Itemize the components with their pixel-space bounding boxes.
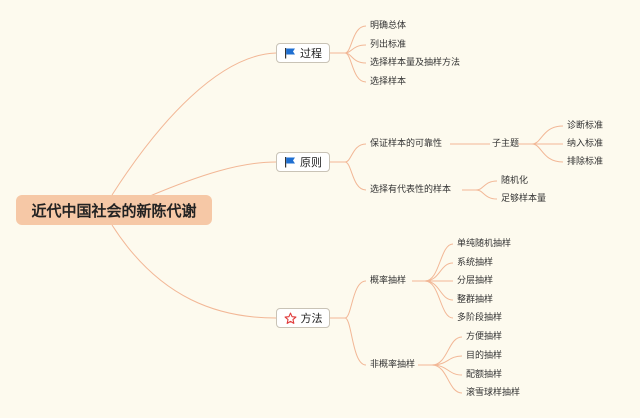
branch-process[interactable]: 过程 bbox=[276, 43, 330, 63]
flag-icon bbox=[285, 48, 295, 59]
subtopic-nonprobability-sampling[interactable]: 非概率抽样 bbox=[370, 360, 416, 370]
subtopic-reliability[interactable]: 保证样本的可靠性 bbox=[370, 139, 443, 149]
leaf-item[interactable]: 选择样本量及抽样方法 bbox=[370, 58, 461, 68]
leaf-item[interactable]: 多阶段抽样 bbox=[457, 313, 503, 323]
flag-icon bbox=[285, 157, 295, 168]
connector-root-method bbox=[111, 224, 277, 319]
branch-label: 方法 bbox=[300, 312, 323, 325]
branch-method[interactable]: 方法 bbox=[276, 308, 330, 328]
leaf-item[interactable]: 目的抽样 bbox=[466, 351, 503, 361]
leaf-item[interactable]: 列出标准 bbox=[370, 40, 407, 50]
leaf-item[interactable]: 整群抽样 bbox=[457, 295, 494, 305]
connector-root-principle bbox=[149, 161, 277, 197]
leaf-item[interactable]: 滚雪球样抽样 bbox=[466, 388, 521, 398]
leaf-item[interactable]: 系统抽样 bbox=[457, 258, 494, 268]
subtopic-placeholder[interactable]: 子主题 bbox=[492, 139, 520, 149]
leaf-item[interactable]: 明确总体 bbox=[370, 21, 407, 31]
subtopic-probability-sampling[interactable]: 概率抽样 bbox=[370, 276, 407, 286]
branch-label: 原则 bbox=[300, 156, 322, 169]
star-icon bbox=[284, 312, 296, 324]
leaf-item[interactable]: 配额抽样 bbox=[466, 370, 503, 380]
leaf-item[interactable]: 诊断标准 bbox=[567, 121, 604, 131]
branch-label: 过程 bbox=[300, 47, 322, 60]
subtopic-representative[interactable]: 选择有代表性的样本 bbox=[370, 185, 452, 195]
leaf-item[interactable]: 方便抽样 bbox=[466, 332, 503, 342]
leaf-item[interactable]: 随机化 bbox=[501, 176, 529, 186]
leaf-item[interactable]: 排除标准 bbox=[567, 157, 604, 167]
leaf-item[interactable]: 纳入标准 bbox=[567, 139, 604, 149]
central-topic[interactable]: 近代中国社会的新陈代谢 bbox=[16, 195, 212, 225]
leaf-item[interactable]: 足够样本量 bbox=[501, 194, 547, 204]
branch-principle[interactable]: 原则 bbox=[276, 152, 330, 172]
leaf-item[interactable]: 单纯随机抽样 bbox=[457, 239, 512, 249]
leaf-item[interactable]: 选择样本 bbox=[370, 77, 407, 87]
leaf-item[interactable]: 分层抽样 bbox=[457, 276, 494, 286]
connector-root-process bbox=[111, 52, 277, 196]
